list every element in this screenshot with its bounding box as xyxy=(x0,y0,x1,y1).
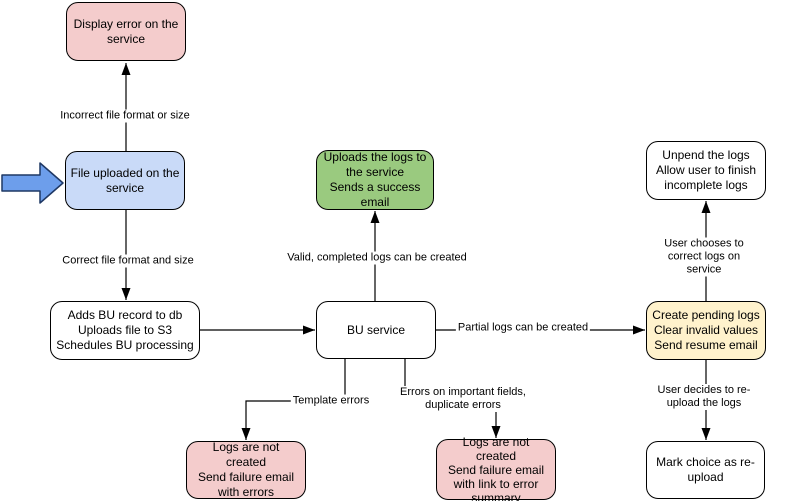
node-file-uploaded[interactable]: File uploaded on the service xyxy=(65,151,185,210)
node-adds-bu-record[interactable]: Adds BU record to db Uploads file to S3 … xyxy=(50,301,200,360)
edge-label-user-decides: User decides to re-upload the logs xyxy=(655,384,753,410)
input-arrow-icon[interactable] xyxy=(1,162,64,204)
edge-label-template-errors: Template errors xyxy=(290,394,372,408)
edge-label-correct-format: Correct file format and size xyxy=(60,254,196,268)
node-bu-service[interactable]: BU service xyxy=(316,301,436,359)
edge-label-incorrect-format: Incorrect file format or size xyxy=(58,109,192,123)
node-uploads-logs[interactable]: Uploads the logs to the service Sends a … xyxy=(316,150,434,210)
node-logs-not-created-errors[interactable]: Logs are not created Send failure email … xyxy=(186,440,306,499)
node-create-pending[interactable]: Create pending logs Clear invalid values… xyxy=(646,301,766,360)
node-display-error[interactable]: Display error on the service xyxy=(66,2,186,61)
node-mark-choice[interactable]: Mark choice as re- upload xyxy=(646,441,765,499)
edge-label-partial-logs: Partial logs can be created xyxy=(455,321,591,335)
node-logs-not-created-summary[interactable]: Logs are not created Send failure email … xyxy=(436,435,556,501)
edge-label-valid-logs: Valid, completed logs can be created xyxy=(285,251,469,265)
node-unpend-logs[interactable]: Unpend the logs Allow user to finish inc… xyxy=(646,141,766,200)
edge-label-user-chooses: User chooses to correct logs on service xyxy=(655,237,753,277)
edge-label-important-errors: Errors on important fields, duplicate er… xyxy=(398,386,528,412)
